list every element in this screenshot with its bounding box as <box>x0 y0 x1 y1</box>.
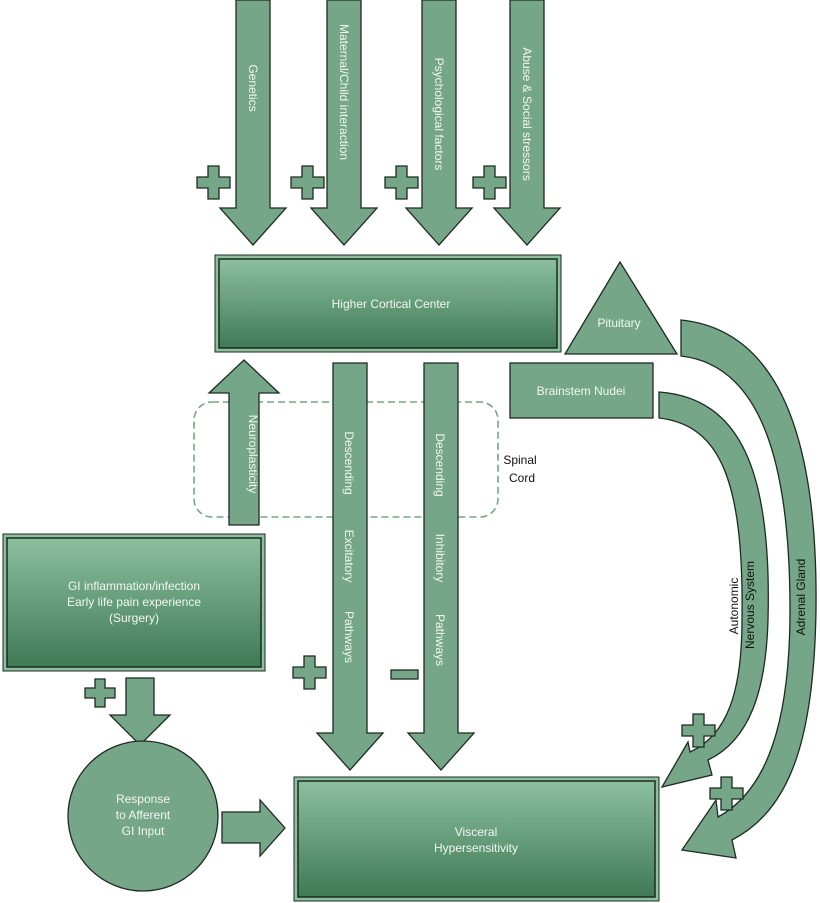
arrow-maternal-child: Maternal/Child interaction <box>309 0 379 246</box>
plus-icon <box>472 165 507 200</box>
brainstem-node: Brainstem Nudei <box>509 362 654 419</box>
arrow-adrenal: Adrenal Gland <box>680 319 817 859</box>
label-maternal-child: Maternal/Child interaction <box>337 24 351 160</box>
pituitary-node: Pituitary <box>563 260 679 355</box>
label-response-3: GI Input <box>122 824 165 838</box>
label-spinal: Spinal <box>503 453 536 467</box>
minus-icon <box>390 669 419 680</box>
visceral-hypersensitivity-box: Visceral Hypersensitivity <box>293 776 660 902</box>
arrow-descending-inhibitory: Descending Inhibitory Pathways <box>406 362 476 771</box>
label-abuse-social: Abuse & Social stressors <box>520 47 534 180</box>
label-brainstem: Brainstem Nudei <box>537 384 626 398</box>
arrow-response-to-visceral <box>221 798 286 858</box>
label-excitatory-3: Pathways <box>342 611 356 663</box>
label-adrenal: Adrenal Gland <box>794 559 808 636</box>
label-inhibitory-3: Pathways <box>433 614 447 666</box>
label-genetics: Genetics <box>246 64 260 111</box>
higher-cortical-center: Higher Cortical Center <box>214 254 562 353</box>
response-circle: Response to Afferent GI Input <box>67 740 219 892</box>
label-visceral-2: Hypersensitivity <box>434 841 518 855</box>
label-response-2: to Afferent <box>116 808 171 822</box>
label-gi-1: GI inflammation/infection <box>68 579 200 593</box>
label-excitatory-1: Descending <box>342 431 356 494</box>
label-gi-2: Early life pain experience <box>67 595 201 609</box>
label-inhibitory-1: Descending <box>433 433 447 496</box>
plus-icon <box>709 776 744 811</box>
gi-inflammation-box: GI inflammation/infection Early life pai… <box>2 533 266 672</box>
arrow-autonomic: Autonomic Nervous System <box>658 391 769 788</box>
plus-icon <box>292 655 327 690</box>
arrow-psychological: Psychological factors <box>404 0 474 246</box>
label-response-1: Response <box>116 792 170 806</box>
label-higher-cortical: Higher Cortical Center <box>332 297 451 311</box>
arrow-neuroplasticity: Neuroplasticity <box>207 359 281 526</box>
label-autonomic-2: Nervous System <box>743 561 757 649</box>
plus-icon <box>84 678 116 708</box>
plus-icon <box>290 165 325 200</box>
arrow-genetics: Genetics <box>218 0 288 246</box>
label-excitatory-2: Excitatory <box>342 530 356 583</box>
plus-icon <box>681 713 716 748</box>
label-pituitary: Pituitary <box>597 316 640 330</box>
label-gi-3: (Surgery) <box>109 611 159 625</box>
label-visceral-1: Visceral <box>455 825 497 839</box>
label-autonomic-1: Autonomic <box>727 578 741 635</box>
plus-icon <box>196 165 231 200</box>
arrow-descending-excitatory: Descending Excitatory Pathways <box>315 362 385 771</box>
arrow-abuse-social: Abuse & Social stressors <box>492 0 562 246</box>
arrow-gi-to-response <box>108 677 172 746</box>
label-inhibitory-2: Inhibitory <box>433 534 447 583</box>
label-neuroplasticity: Neuroplasticity <box>246 415 260 494</box>
label-cord: Cord <box>509 471 535 485</box>
label-psychological: Psychological factors <box>432 58 446 171</box>
plus-icon <box>384 165 419 200</box>
